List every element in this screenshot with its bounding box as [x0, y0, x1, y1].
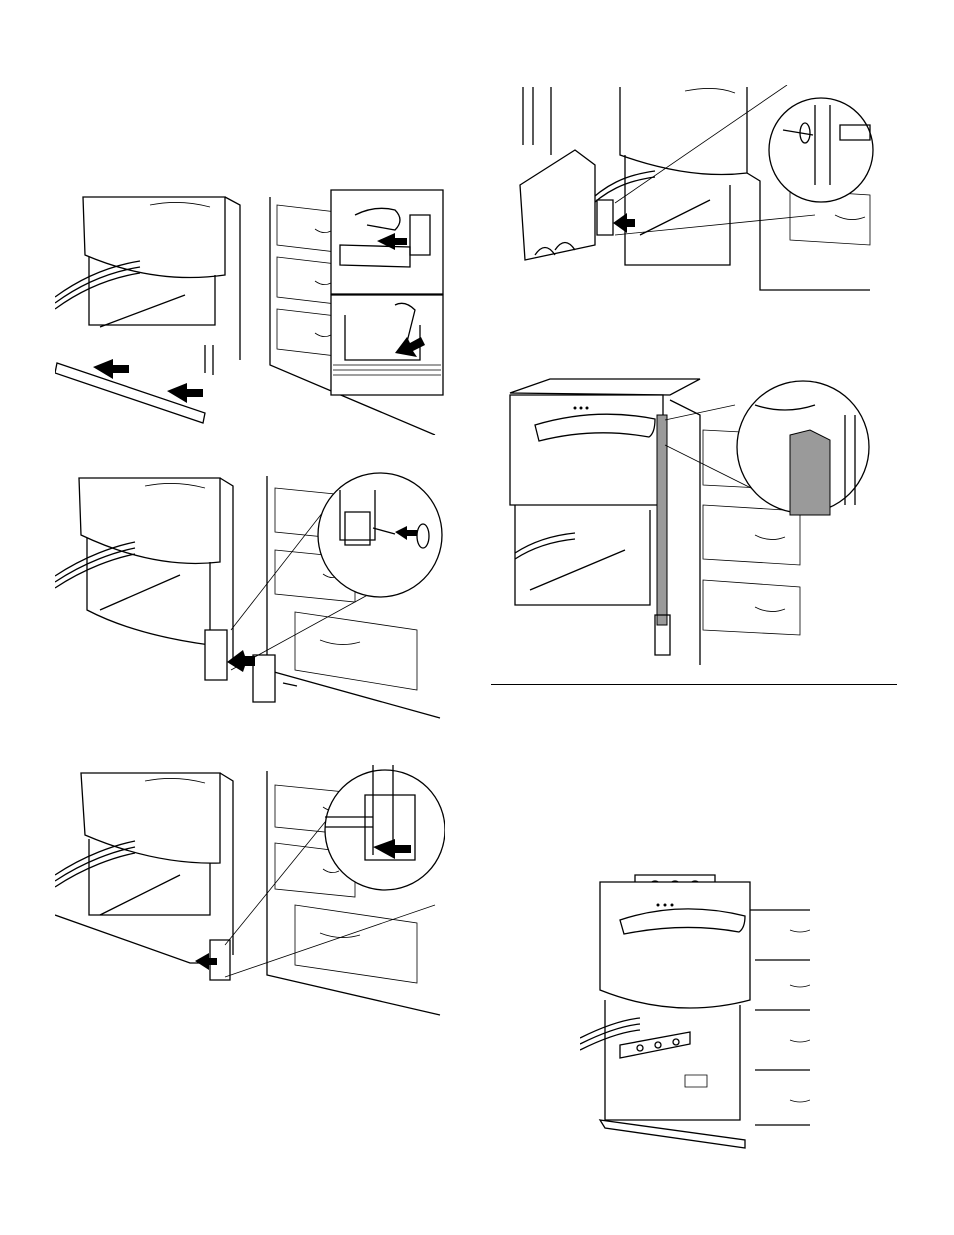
figure-side-trim-detail: [505, 375, 875, 665]
figure-toe-kick-install: [55, 185, 445, 435]
bracket-slide-illustration: [55, 765, 445, 1020]
toe-kick-illustration: [55, 185, 445, 435]
figure-side-bracket-screw: [515, 85, 875, 300]
side-bracket-illustration: [515, 85, 875, 300]
bracket-screw-illustration: [55, 470, 445, 720]
figure-bracket-screw-install: [55, 470, 445, 720]
section-divider: [491, 684, 897, 685]
level-check-illustration: [580, 870, 810, 1160]
figure-bracket-slide-install: [55, 765, 445, 1020]
figure-level-check: [580, 870, 810, 1160]
side-trim-illustration: [505, 375, 875, 665]
